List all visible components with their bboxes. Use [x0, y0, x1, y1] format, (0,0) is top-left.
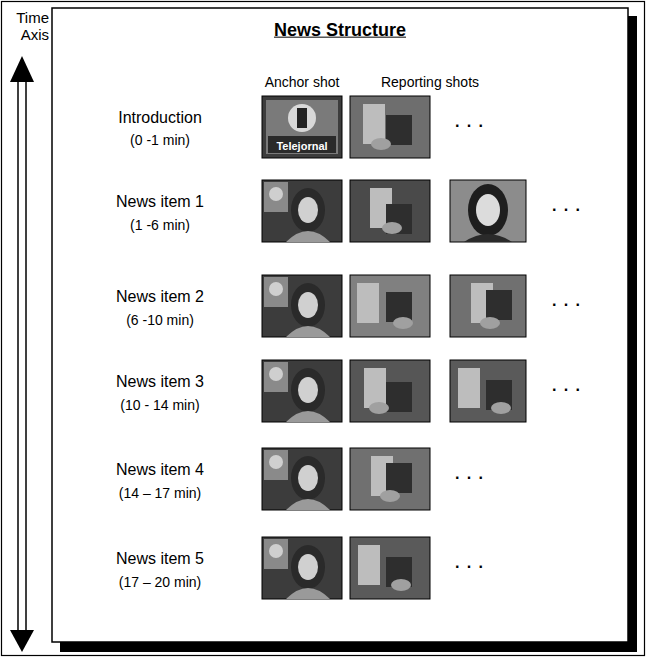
anchor-thumbnail — [262, 448, 342, 510]
time-range: (0 -1 min) — [130, 132, 190, 148]
ellipsis: · · · — [552, 381, 582, 399]
reporting-thumbnail — [350, 180, 430, 242]
time-axis-arrow — [10, 56, 34, 652]
ellipsis: · · · — [552, 296, 582, 314]
reporting-thumbnail — [350, 448, 430, 510]
column-header: Reporting shots — [381, 74, 479, 90]
row-label: News item 2 — [116, 288, 204, 306]
row-label: News item 4 — [116, 461, 204, 479]
time-range: (6 -10 min) — [126, 312, 194, 328]
time-range: (14 – 17 min) — [119, 485, 201, 501]
time-range: (10 - 14 min) — [120, 397, 199, 413]
diagram-title: News Structure — [274, 20, 406, 41]
logo-text: Telejornal — [276, 140, 327, 153]
axis-label: Time Axis — [7, 9, 49, 44]
column-header: Anchor shot — [265, 74, 340, 90]
ellipsis: · · · — [455, 117, 485, 135]
reporting-thumbnail — [350, 96, 430, 158]
reporting-thumbnail — [450, 360, 526, 422]
reporting-thumbnail — [350, 275, 430, 337]
row-label: News item 5 — [116, 550, 204, 568]
ellipsis: · · · — [552, 201, 582, 219]
thumbnail-group — [262, 96, 526, 599]
reporting-thumbnail — [350, 360, 430, 422]
anchor-thumbnail — [262, 180, 342, 242]
anchor-thumbnail — [262, 537, 342, 599]
reporting-thumbnail — [450, 275, 526, 337]
row-label: News item 1 — [116, 193, 204, 211]
card-panel — [52, 8, 628, 642]
anchor-thumbnail — [262, 96, 342, 158]
reporting-thumbnail — [350, 537, 430, 599]
anchor-thumbnail — [262, 275, 342, 337]
portrait-thumbnail — [450, 180, 526, 242]
time-range: (1 -6 min) — [130, 217, 190, 233]
row-label: News item 3 — [116, 373, 204, 391]
anchor-thumbnail — [262, 360, 342, 422]
ellipsis: · · · — [455, 469, 485, 487]
row-label: Introduction — [118, 109, 202, 127]
time-range: (17 – 20 min) — [119, 574, 201, 590]
ellipsis: · · · — [455, 558, 485, 576]
